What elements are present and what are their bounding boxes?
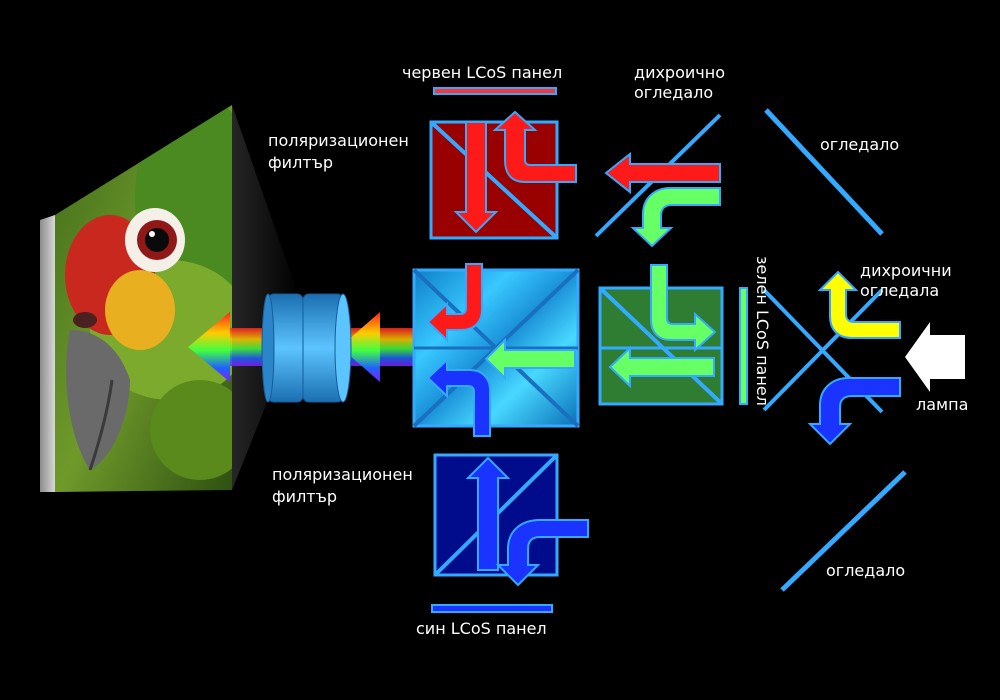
dichroic-mirrors-label-line1: дихроични (860, 261, 952, 280)
green-panel-label: зелен LCoS панел (753, 256, 772, 406)
green-lcos-panel (739, 287, 748, 405)
top-mirror-label: огледало (820, 135, 899, 154)
polarizing-filter-top-label-line1: поляризационен (268, 131, 409, 150)
green-light-arrows (608, 264, 717, 389)
red-light-arrows (453, 110, 577, 234)
lamp-icon (905, 322, 965, 392)
bottom-mirror (780, 470, 907, 592)
upper-dichroic-arrows (604, 151, 721, 248)
screen-frame (40, 215, 55, 492)
lower-dichroic-arrows (807, 270, 901, 446)
dichroic-mirrors-label-line2: огледала (860, 281, 939, 300)
top-mirror (764, 108, 884, 236)
polarizing-filter-bottom-label-line1: поляризационен (272, 465, 413, 484)
polarizing-filter-top-label-line2: филтър (268, 153, 333, 172)
blue-panel-label: син LCoS панел (416, 619, 547, 638)
combined-light-arrows (426, 263, 576, 437)
red-panel-label: червен LCoS панел (402, 63, 562, 82)
dichroic-mirror-label-line1: дихроично (634, 63, 725, 82)
blue-light-arrows (465, 456, 589, 587)
projection-lens (261, 293, 352, 403)
red-lcos-panel (433, 87, 557, 95)
polarizing-filter-bottom-label-line2: филтър (272, 487, 337, 506)
parrot-image (55, 105, 232, 492)
lamp-label: лампа (916, 395, 968, 414)
projection-screen (40, 105, 300, 492)
blue-lcos-panel (431, 604, 553, 613)
bottom-mirror-label: огледало (826, 561, 905, 580)
dichroic-mirror-label-line2: огледало (634, 83, 713, 102)
